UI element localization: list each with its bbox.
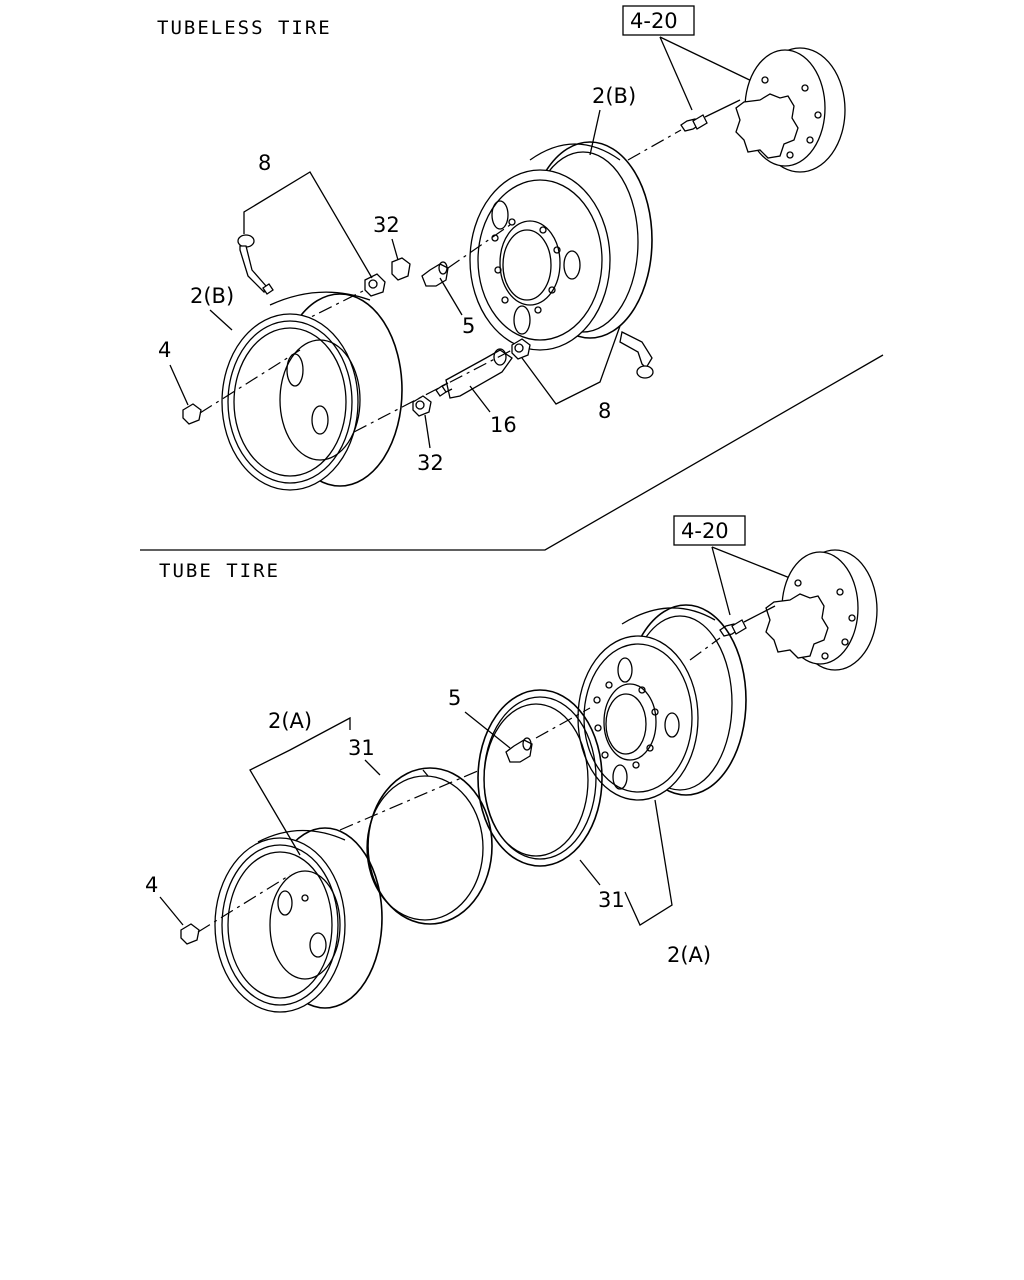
nut-8-upper bbox=[364, 273, 386, 297]
label-31-lower: 31 bbox=[598, 888, 625, 912]
label-2a-upper: 2(A) bbox=[268, 709, 312, 733]
label-8-upper: 8 bbox=[258, 151, 271, 175]
label-16: 16 bbox=[490, 413, 517, 437]
hub-lower bbox=[765, 549, 878, 671]
valve-extension-right bbox=[619, 331, 654, 379]
label-4-lower: 4 bbox=[145, 873, 158, 897]
valve-5-upper bbox=[421, 261, 449, 287]
inner-wheel-2b bbox=[469, 141, 653, 351]
label-5-lower: 5 bbox=[448, 686, 461, 710]
section-divider bbox=[140, 354, 884, 551]
label-8-lower: 8 bbox=[598, 399, 611, 423]
ring-31-right bbox=[477, 689, 603, 867]
nut-4-lower bbox=[180, 923, 200, 945]
section-title-tube: TUBE TIRE bbox=[159, 560, 280, 582]
valve-5-lower bbox=[505, 737, 533, 763]
inner-wheel-2a bbox=[577, 604, 747, 801]
nut-32-upper bbox=[391, 257, 411, 281]
label-32-lower: 32 bbox=[417, 451, 444, 475]
valve-extension-left bbox=[237, 234, 274, 295]
section-title-tubeless: TUBELESS TIRE bbox=[157, 17, 332, 39]
hub-stud-upper bbox=[680, 99, 741, 132]
label-5-upper: 5 bbox=[462, 314, 475, 338]
label-32-upper: 32 bbox=[373, 213, 400, 237]
ref-box-4-20-lower: 4-20 bbox=[673, 515, 746, 546]
hub-upper bbox=[735, 47, 846, 173]
nut-8-lower bbox=[511, 338, 531, 360]
outer-wheel-2b bbox=[221, 291, 403, 491]
outer-wheel-2a bbox=[214, 827, 383, 1013]
label-31-upper: 31 bbox=[348, 736, 375, 760]
svg-text:4-20: 4-20 bbox=[681, 519, 729, 543]
nut-4-upper bbox=[182, 403, 202, 425]
label-2b-upper: 2(B) bbox=[592, 84, 636, 108]
nut-32-lower bbox=[412, 395, 432, 417]
label-4-upper: 4 bbox=[158, 338, 171, 362]
svg-text:4-20: 4-20 bbox=[630, 9, 678, 33]
ref-box-4-20-upper: 4-20 bbox=[622, 5, 695, 36]
label-2a-lower: 2(A) bbox=[667, 943, 711, 967]
ring-31-left bbox=[366, 767, 493, 925]
label-2b-left: 2(B) bbox=[190, 284, 234, 308]
